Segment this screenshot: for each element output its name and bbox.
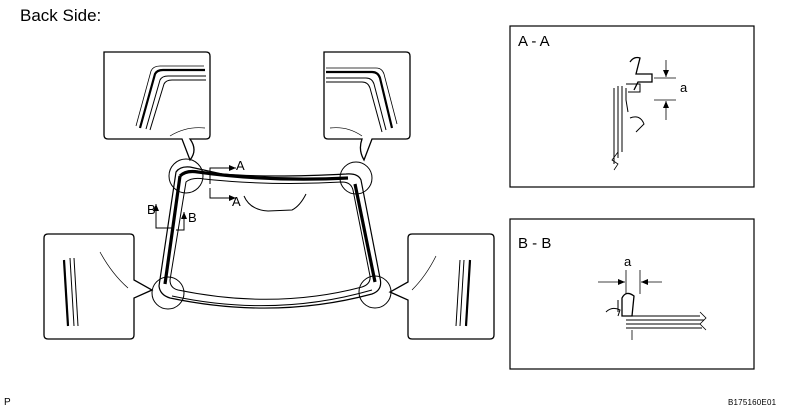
section-b-marker-right: B [188, 210, 197, 225]
section-a-panel: A - A a [509, 25, 755, 188]
section-b-marker-left: B [147, 202, 156, 217]
section-a-marker-lower: A [232, 194, 241, 209]
section-a-title: A - A [518, 33, 550, 50]
section-a-marker-upper: A [236, 158, 245, 173]
windshield-outline [158, 166, 382, 309]
detail-lower-left [43, 233, 154, 340]
page-title: Back Side: [20, 6, 102, 25]
section-b-cut-marks [153, 204, 187, 231]
section-a-dimension-label: a [680, 80, 688, 95]
page-code: P [4, 397, 11, 408]
section-b-dimension-label: a [624, 254, 632, 269]
section-b-panel: B - B a [509, 218, 755, 370]
section-a-cut-marks [209, 165, 236, 201]
detail-upper-left [103, 51, 211, 162]
section-b-title: B - B [518, 235, 551, 252]
detail-upper-right [323, 51, 411, 162]
figure-id: B175160E01 [728, 398, 777, 407]
detail-lower-right [388, 233, 495, 340]
corner-callout-circles [151, 158, 392, 310]
